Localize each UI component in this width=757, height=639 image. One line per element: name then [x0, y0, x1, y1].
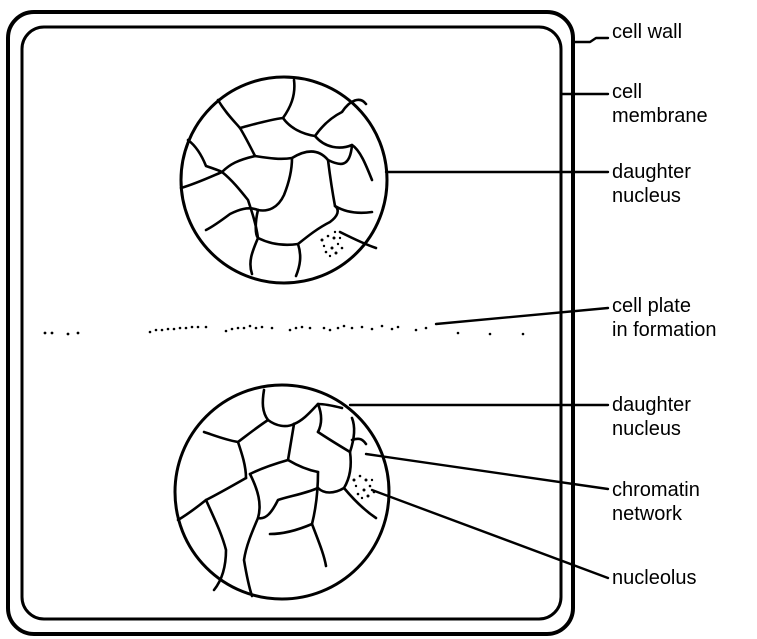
label-cell-membrane: cell membrane [612, 80, 708, 128]
cell-plate [44, 325, 525, 336]
label-cell-wall: cell wall [612, 20, 682, 44]
daughter-nucleus-top [181, 77, 387, 283]
daughter-nucleus-bottom [175, 385, 389, 599]
label-nucleolus: nucleolus [612, 566, 697, 590]
label-daughter-nucleus-bottom: daughter nucleus [612, 393, 691, 441]
nucleolus-bottom [353, 475, 376, 499]
label-cell-plate: cell plate in formation [612, 294, 717, 342]
label-chromatin-network: chromatin network [612, 478, 700, 526]
nucleolus-top [321, 231, 344, 257]
cell-wall-leader [573, 38, 608, 42]
cell-plate-leader [436, 308, 608, 324]
label-daughter-nucleus-top: daughter nucleus [612, 160, 691, 208]
